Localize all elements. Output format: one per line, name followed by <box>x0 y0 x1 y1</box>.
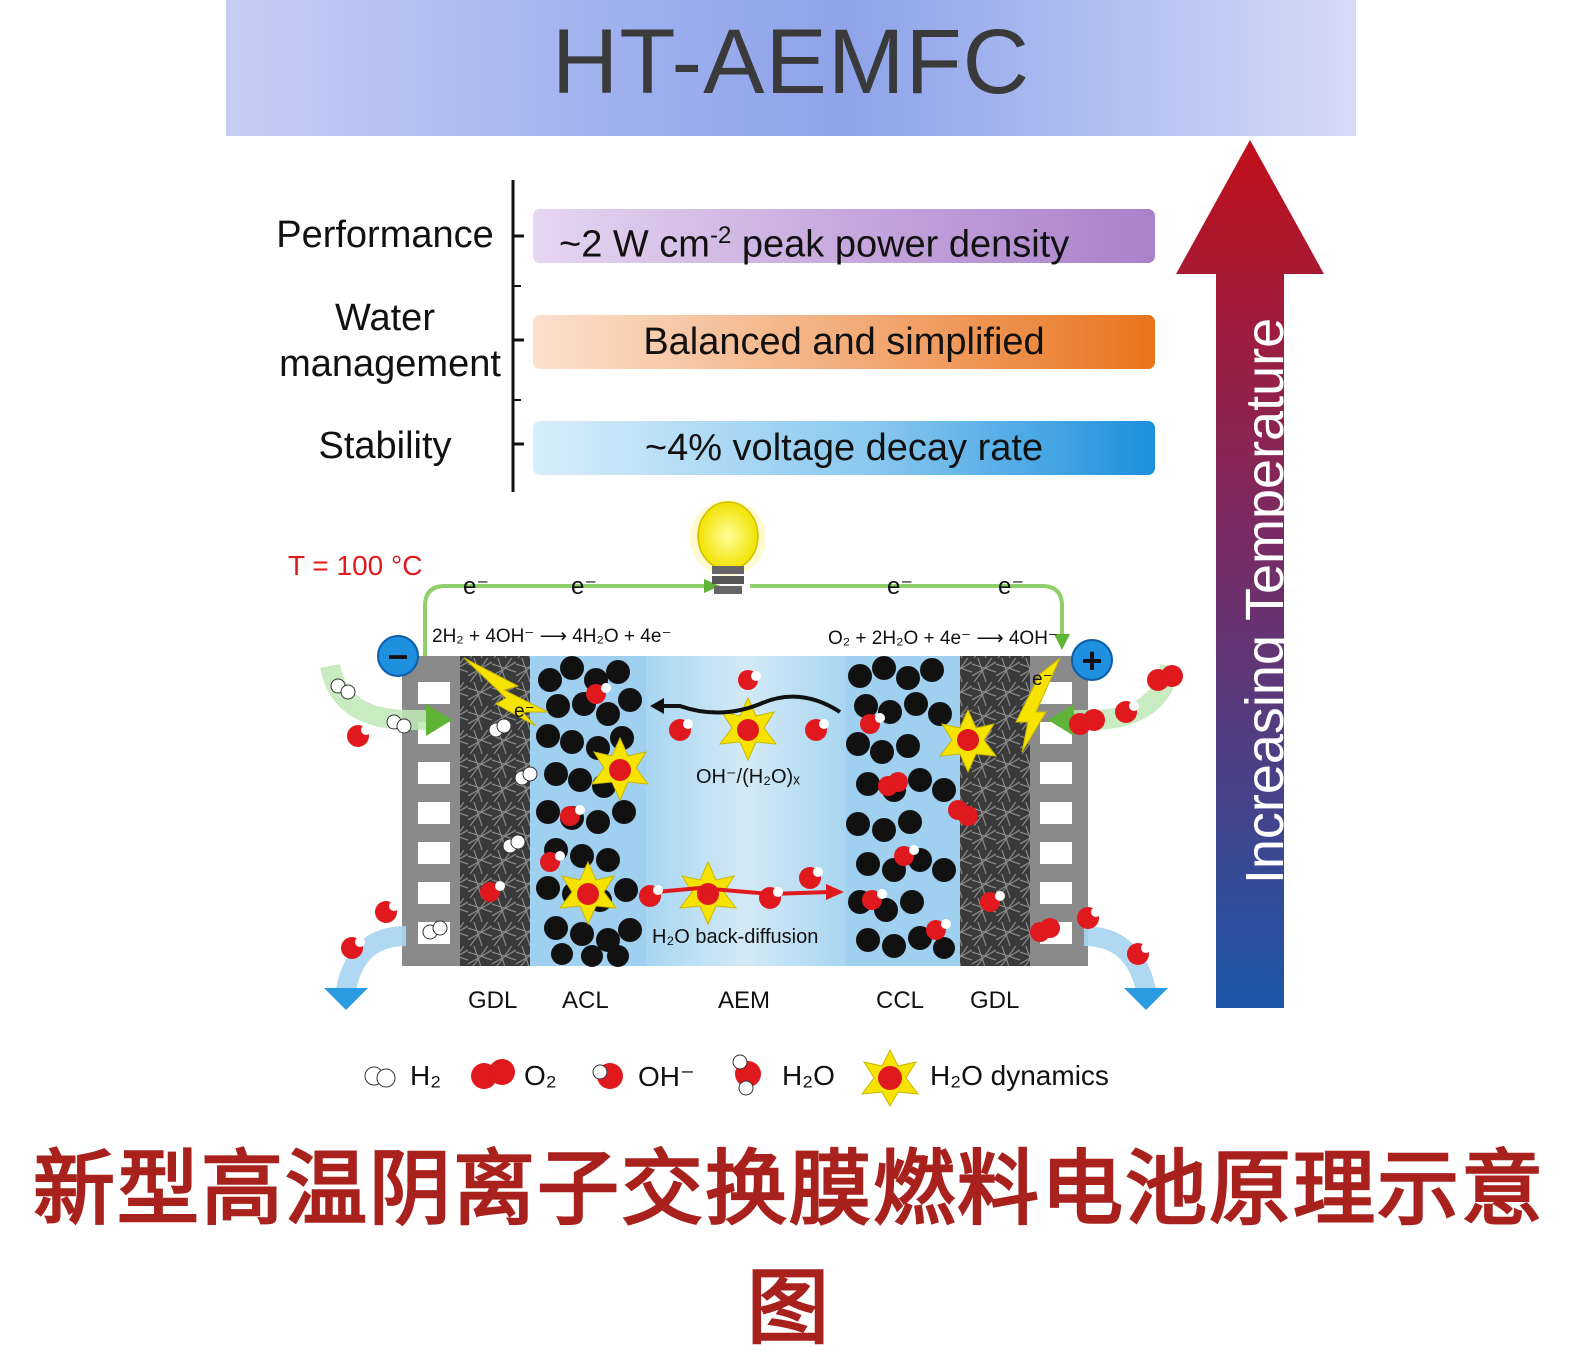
legend-h2-icon <box>364 1066 396 1088</box>
electron-label-3: e⁻ <box>887 573 914 600</box>
page-title: HT-AEMFC <box>551 11 1031 113</box>
performance-text-after: peak power density <box>731 223 1070 266</box>
electron-label-cathode: e⁻ <box>1032 669 1053 690</box>
circuit-cathode-wire <box>750 584 1064 638</box>
layer-acl: ACL <box>562 987 609 1014</box>
minus-sign: − <box>387 636 409 677</box>
electron-label-anode: e⁻ <box>514 701 535 722</box>
label-management: management <box>279 343 501 385</box>
light-bulb-icon <box>690 500 766 594</box>
legend-o2-label: O₂ <box>524 1060 557 1091</box>
legend-h2o-label: H₂O <box>782 1060 835 1091</box>
title-banner <box>226 0 1356 136</box>
cathode-lightning-icon <box>1015 657 1061 753</box>
electron-label-4: e⁻ <box>998 573 1025 600</box>
electron-label-2: e⁻ <box>571 573 598 600</box>
performance-sup: -2 <box>709 222 732 249</box>
layer-gdl-anode: GDL <box>468 987 518 1014</box>
label-performance: Performance <box>276 214 494 256</box>
performance-text: ~2 W cm <box>559 223 710 266</box>
legend-oh-icon <box>592 1063 623 1089</box>
metric-axis <box>511 180 524 492</box>
layer-aem: AEM <box>718 987 771 1014</box>
back-diffusion-label: H₂O back-diffusion <box>652 926 819 948</box>
legend-h2o-dynamics-icon <box>860 1048 920 1108</box>
stability-bar: ~4% voltage decay rate <box>533 421 1155 475</box>
anode-reaction: 2H₂ + 4OH⁻ ⟶ 4H₂O + 4e⁻ <box>432 626 672 647</box>
ion-transport-label: OH⁻/(H₂O)ₓ <box>696 766 800 788</box>
legend-h2-label: H₂ <box>410 1060 442 1091</box>
cathode-reaction: O₂ + 2H₂O + 4e⁻ ⟶ 4OH⁻ <box>828 628 1058 649</box>
label-stability: Stability <box>318 425 452 467</box>
anode-terminal-icon <box>377 635 419 677</box>
legend-o2-icon <box>471 1059 515 1089</box>
cathode-terminal-icon <box>1071 639 1113 681</box>
temperature-arrow <box>1176 140 1324 1008</box>
legend-h2o-icon <box>732 1054 761 1096</box>
fuel-cell-schematic <box>320 500 1183 1010</box>
circuit-anode-wire <box>423 584 708 658</box>
legend-icons <box>364 1048 920 1108</box>
performance-bar: ~2 W cm-2 peak power density <box>533 209 1155 266</box>
chinese-caption: 新型高温阴离子交换膜燃料电池原理示意图 <box>32 1142 1545 1356</box>
electron-label-1: e⁻ <box>463 573 490 600</box>
water-bar: Balanced and simplified <box>533 315 1155 369</box>
temperature-value: T = 100 °C <box>288 550 423 581</box>
legend-oh-label: OH⁻ <box>638 1061 695 1092</box>
layer-ccl: CCL <box>876 987 925 1014</box>
plus-sign: + <box>1081 640 1103 681</box>
legend-h2o-dynamics-label: H₂O dynamics <box>930 1060 1109 1091</box>
temperature-label: Increasing Temperature <box>1235 317 1295 885</box>
label-water: Water <box>335 297 435 339</box>
anode-lightning-icon <box>463 657 549 727</box>
layer-gdl-cathode: GDL <box>970 987 1020 1014</box>
